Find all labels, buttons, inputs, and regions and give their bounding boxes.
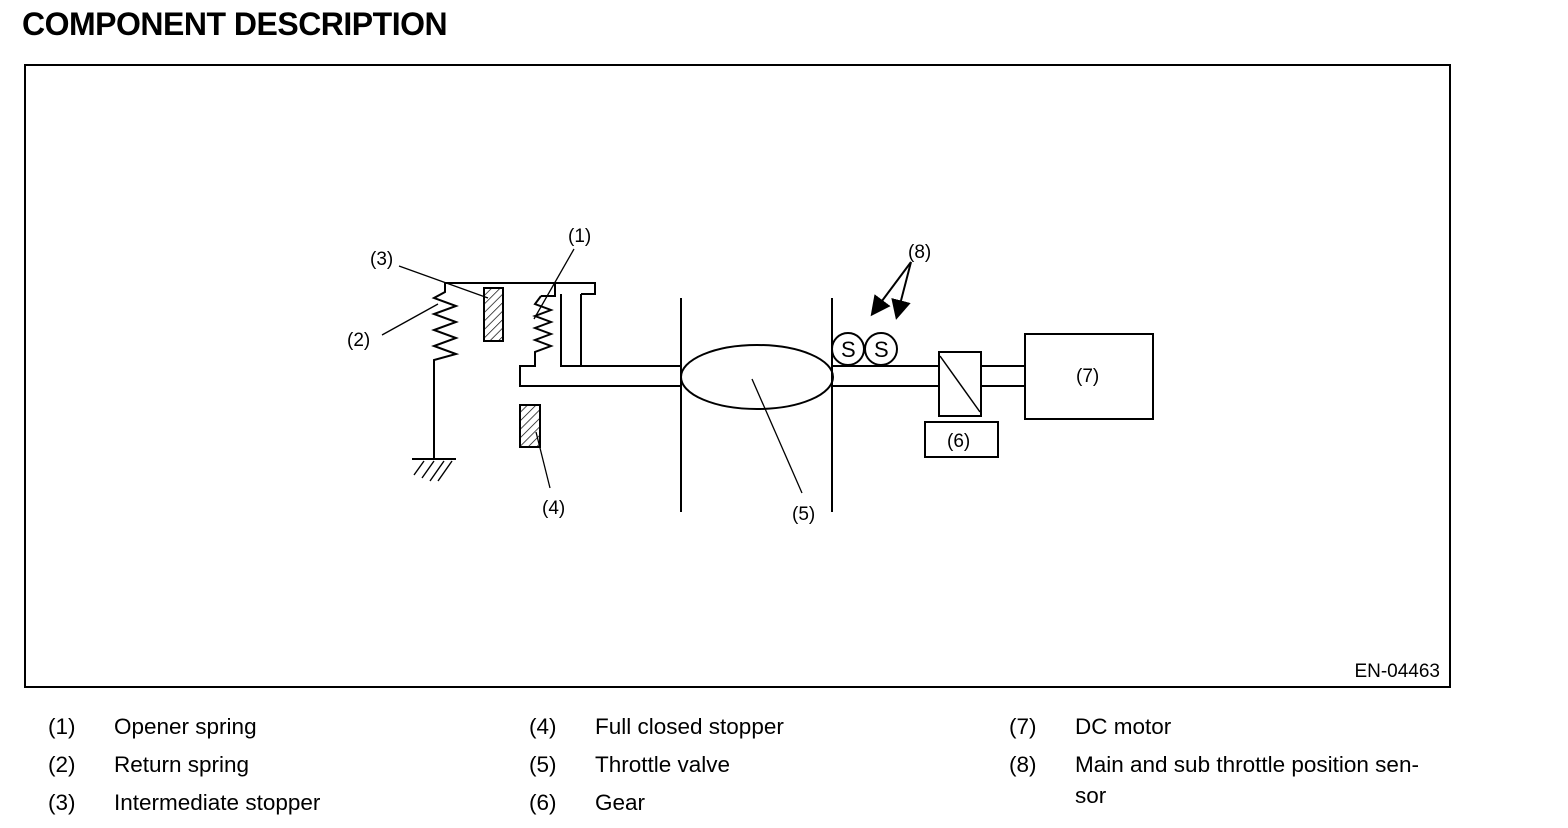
page-title: COMPONENT DESCRIPTION xyxy=(22,6,448,42)
callout-2: (2) xyxy=(347,330,370,351)
gear-box xyxy=(924,421,999,458)
lever-bracket xyxy=(541,283,556,297)
main-sensor-letter: S xyxy=(841,337,856,362)
legend-label: Gear xyxy=(595,790,646,815)
opener-spring xyxy=(519,295,681,387)
sub-sensor-circle xyxy=(864,332,898,366)
legend-label: Throttle valve xyxy=(595,752,731,777)
arrow-8-main xyxy=(870,261,912,317)
legend: (1) Opener spring (2) Return spring (3) … xyxy=(0,708,1568,828)
full-closed-stopper xyxy=(519,404,541,448)
lever-arm xyxy=(560,294,582,367)
callout-8: (8) xyxy=(908,242,931,263)
legend-number: (2) xyxy=(48,752,76,777)
leader-4 xyxy=(535,431,551,489)
legend-label: Opener spring xyxy=(114,714,257,739)
throttle-valve xyxy=(680,344,834,410)
legend-label: Full closed stopper xyxy=(595,714,784,739)
leader-1 xyxy=(533,248,575,320)
return-spring xyxy=(431,283,460,459)
legend-number: (3) xyxy=(48,790,76,815)
leader-3 xyxy=(398,265,489,299)
legend-label: Intermediate stopper xyxy=(114,790,321,815)
lever-bar xyxy=(445,282,596,295)
intermediate-stopper xyxy=(483,287,504,342)
callout-3: (3) xyxy=(370,249,393,270)
legend-number: (1) xyxy=(48,714,76,739)
callout-6: (6) xyxy=(947,431,970,452)
arrow-8-sub xyxy=(891,261,912,320)
leader-5 xyxy=(751,378,803,494)
legend-number: (4) xyxy=(529,714,557,739)
motor-shaft xyxy=(981,365,1025,387)
callout-5: (5) xyxy=(792,504,815,525)
legend-label: Main and sub throttle position sen- sor xyxy=(1075,752,1419,808)
legend-number: (5) xyxy=(529,752,557,777)
sub-sensor-letter: S xyxy=(874,337,889,362)
leader-2 xyxy=(381,303,439,336)
legend-number: (6) xyxy=(529,790,557,815)
figure-frame: (1) (2) (3) (4) (5) (6) (7) (8) S S EN-0… xyxy=(24,64,1451,688)
legend-label: DC motor xyxy=(1075,714,1172,739)
gear-coupling-diagonal xyxy=(939,355,981,413)
callout-1: (1) xyxy=(568,226,591,247)
ground-hatching xyxy=(413,460,453,482)
gear-coupling xyxy=(938,351,982,417)
legend-number: (7) xyxy=(1009,714,1037,739)
callout-4: (4) xyxy=(542,498,565,519)
dc-motor-box xyxy=(1024,333,1154,420)
figure-id: EN-04463 xyxy=(1354,661,1440,682)
legend-label: Return spring xyxy=(114,752,250,777)
legend-number: (8) xyxy=(1009,752,1037,777)
throttle-diagram: (1) (2) (3) (4) (5) (6) (7) (8) S S xyxy=(347,226,1154,525)
shaft-bottom xyxy=(520,365,938,387)
callout-7: (7) xyxy=(1076,366,1099,387)
